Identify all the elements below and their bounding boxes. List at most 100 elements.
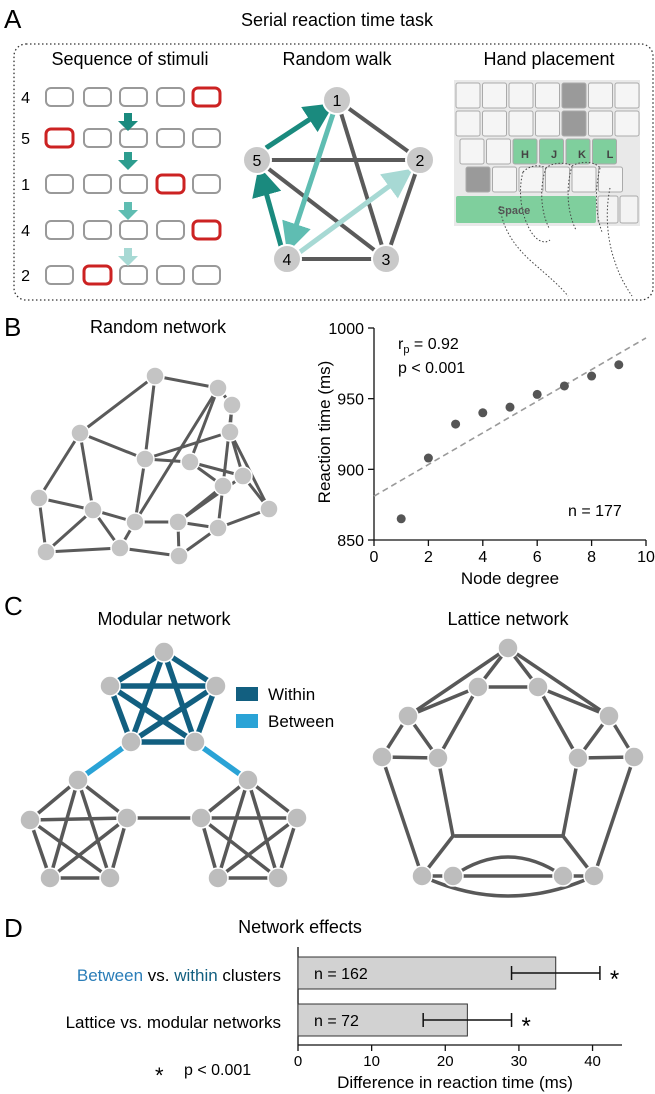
network-node	[207, 867, 229, 889]
keyboard-key	[561, 82, 587, 109]
network-node	[497, 637, 519, 659]
keyboard-key	[598, 166, 623, 193]
panel-d-letter: D	[4, 913, 23, 943]
x-tick-label: 0	[370, 549, 379, 566]
key-h-label: H	[521, 149, 529, 161]
x-axis-label: Node degree	[461, 569, 559, 588]
stimulus-box	[156, 220, 185, 240]
network-node	[623, 746, 645, 768]
stimulus-box	[83, 220, 112, 240]
key-j-label: J	[551, 149, 557, 161]
sequence-row-label: 4	[21, 223, 30, 240]
sequence-title: Sequence of stimuli	[51, 49, 208, 69]
network-edge	[154, 374, 219, 390]
bar-label-between-within: Between vs. within clusters	[77, 966, 281, 985]
keyboard-key	[614, 110, 640, 137]
network-edge	[133, 387, 220, 523]
network-node	[583, 865, 605, 887]
network-node	[208, 518, 228, 538]
keyboard-key	[508, 110, 534, 137]
network-node	[116, 807, 138, 829]
network-edge	[76, 779, 112, 879]
significance-star: *	[522, 1013, 531, 1040]
between-edge	[76, 739, 133, 783]
network-edge	[37, 432, 82, 499]
stat-p: p < 0.001	[398, 360, 465, 377]
network-node	[153, 641, 175, 663]
between-edge	[193, 739, 250, 783]
scatter-point	[559, 381, 569, 391]
keyboard-key	[614, 82, 640, 109]
scatter-point	[423, 453, 433, 463]
network-edge	[48, 816, 129, 880]
keyboard-key	[482, 110, 507, 137]
stimulus-box	[83, 87, 112, 107]
x-tick-label: 6	[533, 549, 542, 566]
network-node	[99, 675, 121, 697]
network-node	[168, 512, 188, 532]
network-node	[208, 378, 228, 398]
y-axis-label: Reaction time (ms)	[315, 361, 334, 504]
y-tick-label: 900	[337, 462, 364, 479]
stat-r: rp = 0.92	[398, 336, 459, 356]
keyboard-key	[561, 110, 587, 137]
network-edge	[119, 546, 180, 558]
stimulus-box	[119, 128, 148, 148]
network-node	[39, 867, 61, 889]
network-node	[19, 809, 41, 831]
keyboard-key	[588, 110, 613, 137]
network-node	[598, 705, 620, 727]
stimulus-box	[83, 128, 112, 148]
stat-n: n = 177	[568, 503, 622, 520]
network-node	[552, 865, 574, 887]
network-node	[286, 807, 308, 829]
network-edge	[48, 779, 80, 879]
keyboard-illustration: H J K L Space	[454, 80, 640, 297]
network-node	[83, 500, 103, 520]
stimulus-box	[119, 220, 148, 240]
stimulus-box	[156, 87, 185, 107]
x-tick-label: 10	[637, 549, 655, 566]
keyboard-key	[565, 138, 591, 165]
stimulus-box-active	[44, 127, 75, 149]
lattice-network	[371, 637, 645, 898]
network-node	[36, 542, 56, 562]
space-label: Space	[498, 205, 530, 217]
network-edge	[216, 779, 250, 879]
sequence-row-label: 4	[21, 90, 30, 107]
network-node	[567, 747, 589, 769]
legend: Within Between	[236, 685, 334, 731]
stimulus-box-active	[82, 264, 113, 286]
network-node	[267, 867, 289, 889]
footnote-star: *	[155, 1063, 164, 1088]
keyboard-key	[455, 110, 481, 137]
stimulus-box	[192, 174, 221, 194]
x-tick-label: 10	[363, 1053, 380, 1070]
bar-n-label: n = 72	[314, 1013, 359, 1030]
significance-star: *	[610, 966, 619, 993]
network-edge	[78, 432, 95, 511]
network-edge	[216, 816, 299, 880]
stimulus-box	[45, 220, 74, 240]
lattice-edge	[407, 685, 479, 718]
x-tick-label: 0	[294, 1053, 302, 1070]
svg-text:2: 2	[416, 153, 425, 170]
stimulus-box	[119, 265, 148, 285]
scatter-point	[532, 389, 542, 399]
within-edge	[108, 683, 197, 745]
network-edge	[246, 779, 280, 879]
network-edge	[188, 387, 220, 463]
panel-c-letter: C	[4, 591, 23, 621]
y-tick-label: 1000	[328, 321, 364, 338]
lattice-edge	[507, 646, 610, 718]
network-node	[371, 746, 393, 768]
lattice-edge	[561, 757, 580, 837]
stimulus-box	[119, 87, 148, 107]
within-edge	[161, 651, 198, 743]
network-node	[120, 731, 142, 753]
keyboard-key	[465, 166, 491, 193]
scatter-point	[396, 514, 406, 524]
lattice-edge	[436, 686, 480, 759]
